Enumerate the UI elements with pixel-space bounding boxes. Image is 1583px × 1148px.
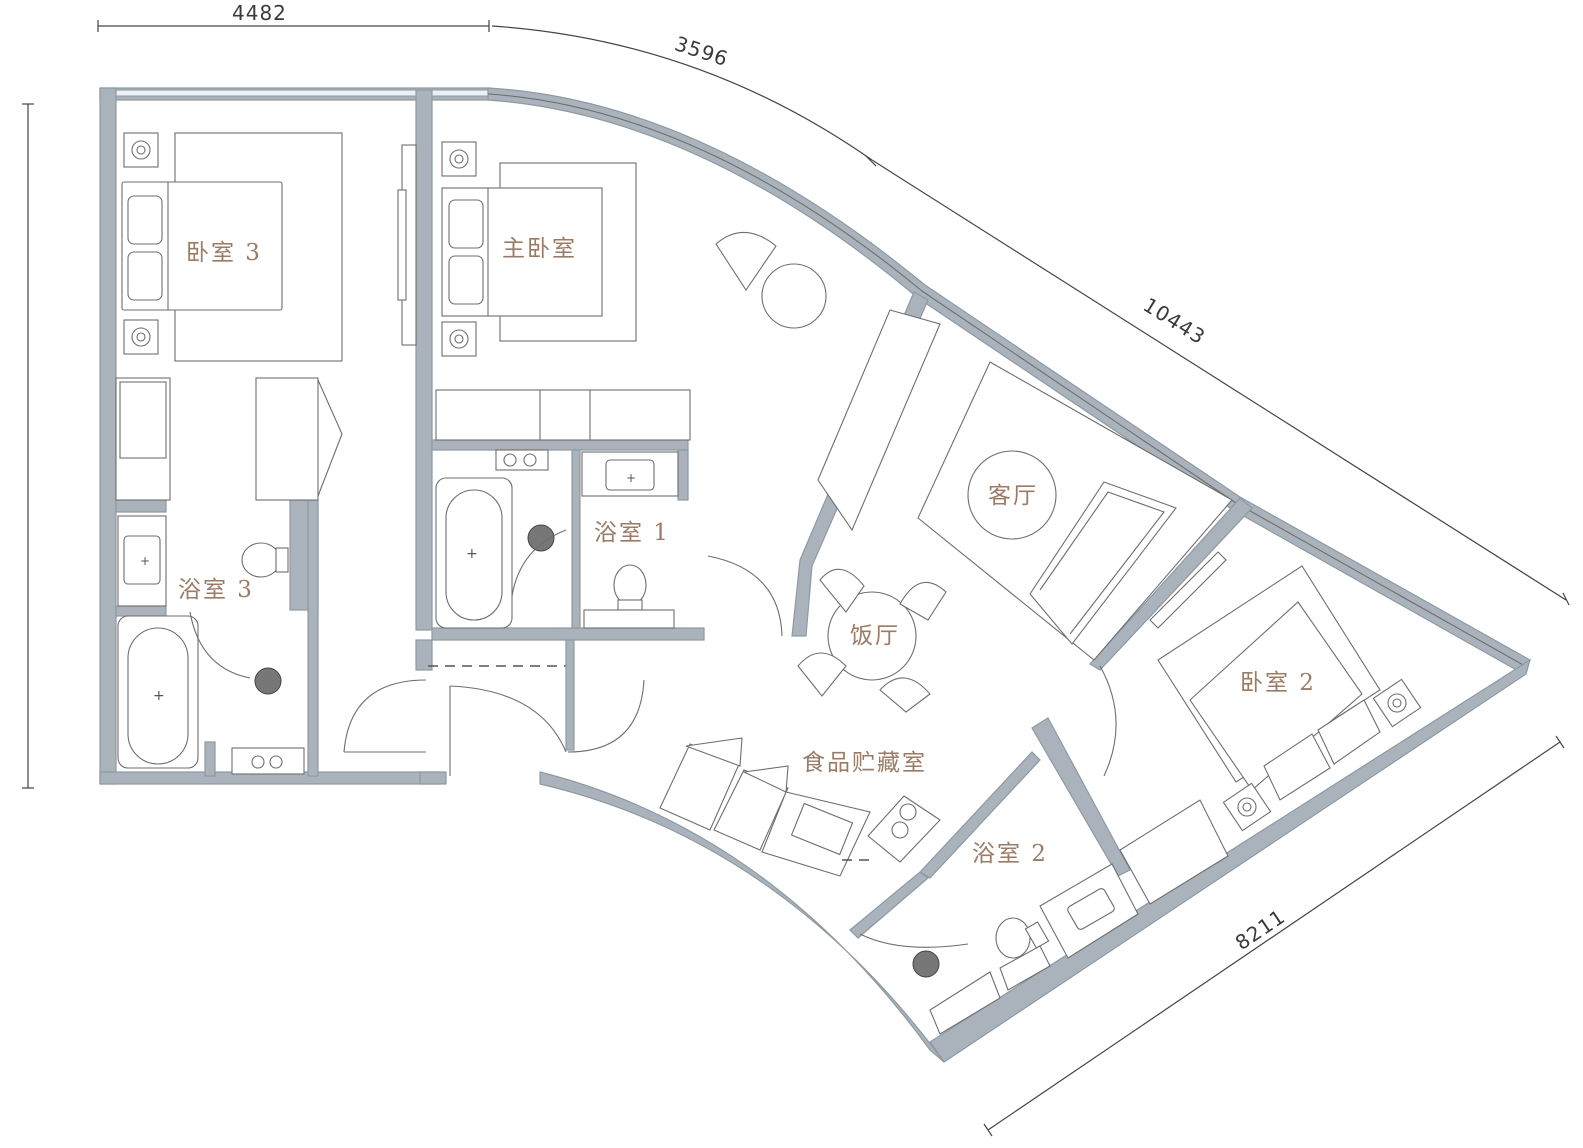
label-living: 客厅 <box>988 483 1038 509</box>
master-furniture <box>435 141 827 441</box>
bath1-furniture: + + <box>435 449 679 629</box>
bath2-furniture <box>859 863 1139 1035</box>
bath3-furniture: + + <box>117 515 305 775</box>
dimension-lines <box>22 20 1570 1137</box>
bedroom3-furniture <box>115 132 417 501</box>
svg-text:+: + <box>466 546 478 562</box>
dim-diagonal-right: 10443 <box>1139 293 1210 350</box>
label-bathroom2: 浴室 2 <box>972 841 1048 867</box>
dim-top-curve: 3596 <box>672 31 732 71</box>
dim-top-left: 4482 <box>232 1 287 25</box>
label-bedroom2: 卧室 2 <box>1240 670 1316 696</box>
label-dining: 饭厅 <box>850 623 900 649</box>
label-master-bedroom: 主卧室 <box>502 236 577 262</box>
interior-walls <box>115 89 1253 939</box>
label-bedroom3: 卧室 3 <box>186 240 262 266</box>
label-pantry: 食品贮藏室 <box>802 750 927 776</box>
svg-text:+: + <box>153 688 165 704</box>
label-bathroom1: 浴室 1 <box>594 520 670 546</box>
bedroom2-furniture <box>1119 551 1422 905</box>
living-furniture <box>797 309 1233 713</box>
label-bathroom3: 浴室 3 <box>178 577 254 603</box>
room-labels: 卧室 3 主卧室 客厅 浴室 1 浴室 3 饭厅 卧室 2 食品贮藏室 浴室 2 <box>178 236 1316 867</box>
exterior-walls <box>99 87 1532 1063</box>
entry-doors <box>343 555 1117 777</box>
dim-bottom-right: 8211 <box>1231 904 1290 955</box>
svg-text:+: + <box>140 554 150 568</box>
pantry-furniture <box>659 737 941 877</box>
svg-text:+: + <box>626 471 636 485</box>
